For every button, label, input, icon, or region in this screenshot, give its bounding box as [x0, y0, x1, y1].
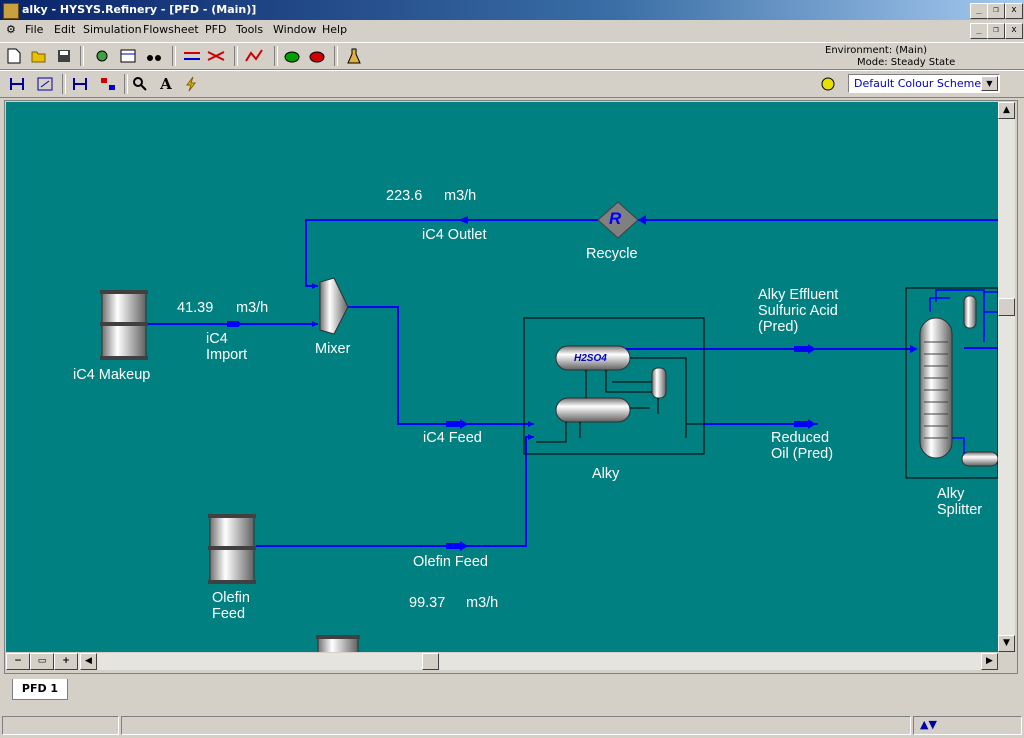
save-case-icon[interactable]	[54, 46, 74, 66]
status-panel-1	[2, 716, 119, 735]
colour-scheme-icon[interactable]	[818, 74, 838, 94]
restore-button[interactable]: ❐	[987, 3, 1005, 19]
mixer-label[interactable]: Mixer	[315, 341, 351, 357]
stream-arrows	[227, 215, 918, 551]
main-toolbar: Environment: (Main) Mode: Steady State	[0, 42, 1024, 70]
scroll-right-button[interactable]: ▶	[981, 653, 998, 670]
alky-subflowsheet	[523, 317, 705, 455]
auto-position-icon[interactable]	[98, 74, 118, 94]
pfd-canvas[interactable]: 223.6 m3/h iC4 Outlet Recycle R 41.39 m3…	[6, 102, 998, 652]
import-flow-unit: m3/h	[236, 300, 269, 316]
olefin-feed-stream	[256, 436, 534, 547]
child-restore-button[interactable]: ❐	[987, 23, 1005, 39]
lightning-icon[interactable]	[181, 74, 201, 94]
mixer-unit	[319, 277, 349, 335]
hold-solver-icon[interactable]	[282, 46, 302, 66]
zoom-fit-button[interactable]: ▭	[30, 653, 54, 670]
ic4-feed-stream	[348, 306, 534, 425]
vertical-scroll-thumb[interactable]	[998, 298, 1015, 316]
vertical-scrollbar[interactable]: ▲ ▼	[998, 102, 1015, 652]
minimize-button[interactable]: _	[970, 3, 988, 19]
open-case-icon[interactable]	[29, 46, 49, 66]
status-bar: ▲▼	[0, 713, 1024, 738]
streams	[146, 219, 998, 547]
menu-edit[interactable]: Edit	[54, 23, 76, 36]
close-button[interactable]: x	[1005, 3, 1023, 19]
h2so4-label: H2SO4	[574, 353, 607, 364]
colour-scheme-select[interactable]: Default Colour Scheme ▼	[848, 74, 1000, 93]
recycle-unit	[597, 201, 639, 239]
chevron-down-icon[interactable]: ▼	[981, 76, 998, 91]
partial-tank	[316, 635, 360, 652]
size-mode-icon[interactable]	[7, 74, 27, 94]
scroll-left-button[interactable]: ◀	[80, 653, 97, 670]
menu-file[interactable]: File	[25, 23, 44, 36]
environment-label: Environment: (Main)	[825, 45, 928, 56]
scroll-down-button[interactable]: ▼	[998, 635, 1015, 652]
recycle-flow-unit: m3/h	[444, 188, 477, 204]
reduced-oil-label[interactable]: Reduced Oil (Pred)	[771, 430, 834, 462]
menu-help[interactable]: Help	[322, 23, 348, 36]
object-navigator-icon[interactable]	[92, 46, 112, 66]
title-bar: alky - HYSYS.Refinery - [PFD - (Main)] _…	[0, 0, 1024, 20]
ic4-import-label[interactable]: iC4 Import	[206, 331, 248, 363]
stream-cross-icon[interactable]	[206, 46, 226, 66]
menu-simulation[interactable]: Simulation	[83, 23, 142, 36]
alky-splitter-label[interactable]: Alky Splitter	[937, 486, 983, 518]
status-panel-3: ▲▼	[913, 716, 1022, 735]
menu-flowsheet[interactable]: Flowsheet	[143, 23, 199, 36]
ic4-feed-label[interactable]: iC4 Feed	[423, 430, 482, 446]
zoom-magnifier-icon[interactable]	[130, 74, 150, 94]
stream-line-icon[interactable]	[182, 46, 202, 66]
colour-scheme-value: Default Colour Scheme	[854, 77, 982, 90]
workbook-icon[interactable]	[118, 46, 138, 66]
attach-mode-icon[interactable]	[70, 74, 90, 94]
graph-icon[interactable]	[244, 46, 264, 66]
ic4-makeup-label[interactable]: iC4 Makeup	[73, 367, 151, 383]
scroll-up-button[interactable]: ▲	[998, 102, 1015, 119]
horizontal-scroll-thumb[interactable]	[422, 653, 439, 670]
ic4-outlet-label[interactable]: iC4 Outlet	[422, 227, 487, 243]
olefin-feed-tank	[208, 514, 256, 584]
text-label-icon[interactable]: A	[160, 75, 172, 93]
status-panel-2	[121, 716, 911, 735]
mdi-child-icon[interactable]: ⚙	[6, 23, 16, 36]
hysys-app-icon[interactable]	[3, 3, 19, 19]
recycle-r-symbol: R	[609, 209, 622, 228]
menu-tools[interactable]: Tools	[236, 23, 264, 36]
import-flow-value: 41.39	[177, 300, 214, 316]
menu-window[interactable]: Window	[273, 23, 317, 36]
alky-splitter-unit	[905, 287, 998, 479]
horizontal-scrollbar[interactable]: − ▭ + ◀ ▶	[6, 653, 998, 670]
menu-bar: ⚙ File Edit Simulation Flowsheet PFD Too…	[0, 20, 1024, 40]
status-toggle-icon[interactable]: ▲▼	[920, 718, 937, 731]
flowsheet-drawing	[100, 201, 998, 652]
zoom-out-button[interactable]: −	[6, 653, 30, 670]
olefin-flow-value: 99.37	[409, 595, 446, 611]
mode-label: Mode: Steady State	[857, 57, 956, 68]
child-close-button[interactable]: x	[1005, 23, 1023, 39]
alky-label[interactable]: Alky	[592, 466, 620, 482]
ic4-makeup-tank	[100, 290, 148, 360]
zoom-in-button[interactable]: +	[54, 653, 78, 670]
olefin-feed-stream-label[interactable]: Olefin Feed	[413, 554, 488, 570]
olefin-feed-tank-label[interactable]: Olefin Feed	[212, 590, 250, 622]
new-case-icon[interactable]	[4, 46, 24, 66]
window-title: alky - HYSYS.Refinery - [PFD - (Main)]	[22, 3, 257, 16]
recycle-label[interactable]: Recycle	[586, 246, 638, 262]
flask-icon[interactable]	[344, 46, 364, 66]
pfd-tab-strip: PFD 1	[0, 675, 1024, 705]
child-minimize-button[interactable]: _	[970, 23, 988, 39]
zoom-fit-icon[interactable]	[35, 74, 55, 94]
recycle-flow-value: 223.6	[386, 188, 423, 204]
olefin-flow-unit: m3/h	[466, 595, 499, 611]
menu-pfd[interactable]: PFD	[205, 23, 227, 36]
tab-pfd-1[interactable]: PFD 1	[12, 679, 68, 700]
pfd-frame	[4, 100, 1018, 674]
stop-solver-icon[interactable]	[307, 46, 327, 66]
alky-effluent-label[interactable]: Alky Effluent Sulfuric Acid (Pred)	[758, 287, 839, 335]
find-binoculars-icon[interactable]	[144, 46, 164, 66]
